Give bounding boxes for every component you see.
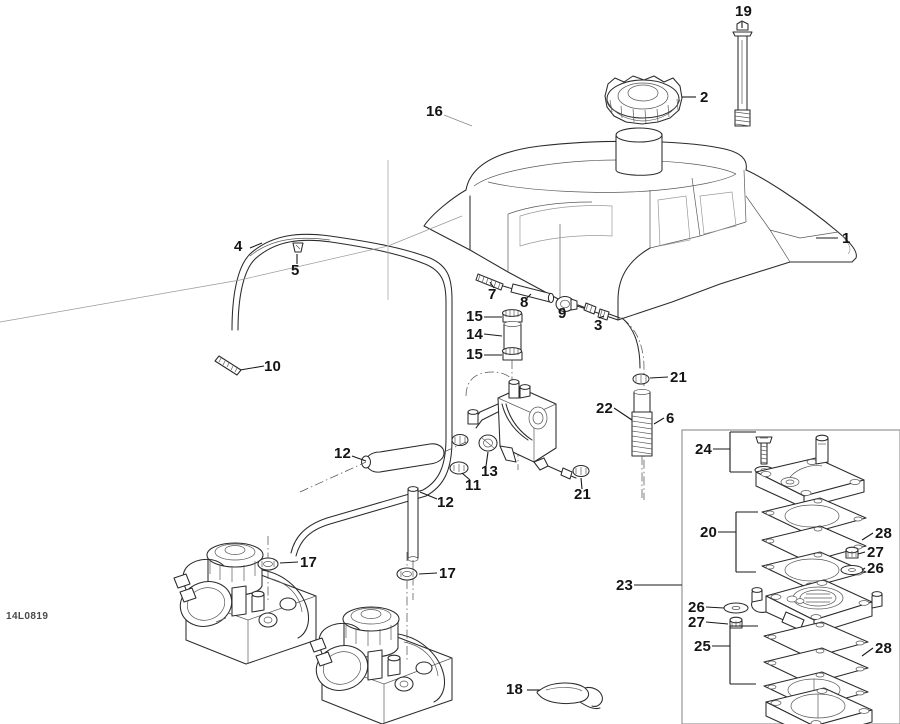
washer-26-lower — [723, 602, 749, 614]
callout-17-left: 17 — [300, 554, 318, 571]
callout-12-short: 12 — [437, 494, 455, 511]
callout-5: 5 — [291, 262, 300, 279]
callout-25: 25 — [694, 638, 712, 655]
fuel-tank-body — [423, 127, 857, 321]
fitting-3 — [577, 302, 621, 321]
drawing-code: 14L0819 — [6, 611, 49, 622]
callout-13: 13 — [481, 463, 499, 480]
washer-26-upper — [840, 564, 864, 576]
carburetor-right — [309, 552, 453, 724]
fuel-line-assembly-top — [475, 273, 645, 500]
callout-2: 2 — [700, 89, 709, 106]
gasket-stack-20 — [761, 497, 867, 589]
tank-strap-16 — [0, 160, 463, 323]
callout-15-lower: 15 — [466, 346, 484, 363]
callout-1: 1 — [842, 230, 851, 247]
callout-12-long: 12 — [334, 445, 352, 462]
pump-base-flange — [765, 687, 873, 724]
callout-8: 8 — [520, 294, 529, 311]
callout-4: 4 — [234, 238, 243, 255]
pump-cover-plate — [755, 434, 865, 509]
callout-22: 22 — [596, 400, 614, 417]
callout-26-upper: 26 — [867, 560, 885, 577]
fuel-hose-12-long — [299, 441, 467, 493]
spring-clamp-10 — [214, 355, 242, 376]
fuel-pickup-tube — [732, 20, 753, 127]
callout-19: 19 — [735, 3, 753, 20]
callout-9: 9 — [558, 305, 567, 322]
callout-14: 14 — [466, 326, 484, 343]
elbow-fitting-13 — [478, 434, 498, 452]
callout-28-upper: 28 — [875, 525, 893, 542]
clamp-21-lower — [572, 464, 590, 478]
callout-7: 7 — [488, 286, 497, 303]
carburetor-left — [173, 536, 317, 665]
pump-main-body — [751, 579, 883, 635]
callout-23: 23 — [616, 577, 634, 594]
callout-26-lower: 26 — [688, 599, 706, 616]
fuel-tank-cap — [604, 75, 683, 125]
fuel-filter-assembly — [501, 309, 523, 420]
fuel-pump-body — [465, 371, 577, 480]
callout-10: 10 — [264, 358, 282, 375]
callout-21-lower: 21 — [574, 486, 592, 503]
callout-6: 6 — [666, 410, 675, 427]
callout-28-lower: 28 — [875, 640, 893, 657]
vent-hose-assembly — [214, 233, 453, 557]
fuel-hose-12-short — [407, 486, 419, 600]
callout-3: 3 — [594, 317, 603, 334]
callout-17-right: 17 — [439, 565, 457, 582]
callout-18: 18 — [506, 681, 524, 698]
spring-hose-clamp-18 — [536, 682, 603, 710]
callout-11: 11 — [465, 477, 482, 494]
clamp-11 — [449, 433, 469, 475]
callout-27-upper: 27 — [867, 544, 885, 561]
inline-connector-9 — [555, 295, 578, 313]
callout-24: 24 — [695, 441, 713, 458]
callout-20: 20 — [700, 524, 718, 541]
callout-16: 16 — [426, 103, 444, 120]
leader-lines — [239, 22, 874, 691]
nut-27-upper — [845, 546, 859, 559]
callout-21-upper: 21 — [670, 369, 688, 386]
spring-7 — [475, 273, 514, 291]
corrugated-hose-6 — [631, 373, 653, 500]
callout-15-upper: 15 — [466, 308, 484, 325]
callout-27-lower: 27 — [688, 614, 706, 631]
